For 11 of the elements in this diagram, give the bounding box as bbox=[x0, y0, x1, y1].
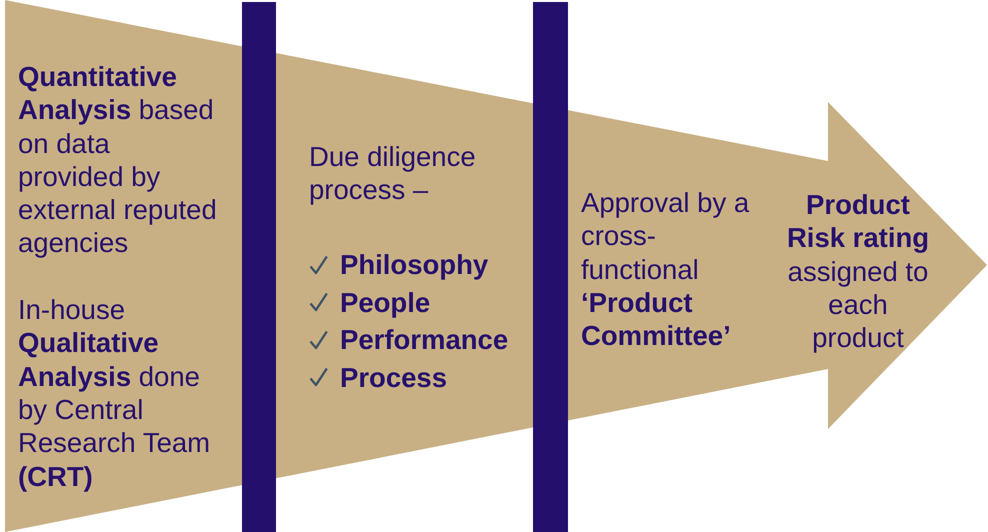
checklist-label: People bbox=[340, 286, 430, 320]
stage-description: Due diligence process – bbox=[309, 140, 477, 207]
stage-description: Approval by a cross-functional ‘Product Committee’ bbox=[581, 186, 750, 352]
checklist-label: Philosophy bbox=[340, 248, 488, 282]
stage-description: Quantitative Analysis based on data provided by external reputed agencies bbox=[18, 60, 218, 260]
stage-description: Product Risk rating assigned to each product bbox=[786, 188, 930, 354]
checklist-label: Process bbox=[340, 360, 448, 395]
divider-bar bbox=[242, 2, 276, 532]
checklist-label: Performance bbox=[340, 323, 508, 358]
stage-description: In-house Qualitative Analysis done by Central Research Team (CRT) bbox=[18, 293, 212, 493]
divider-bar bbox=[533, 2, 568, 532]
